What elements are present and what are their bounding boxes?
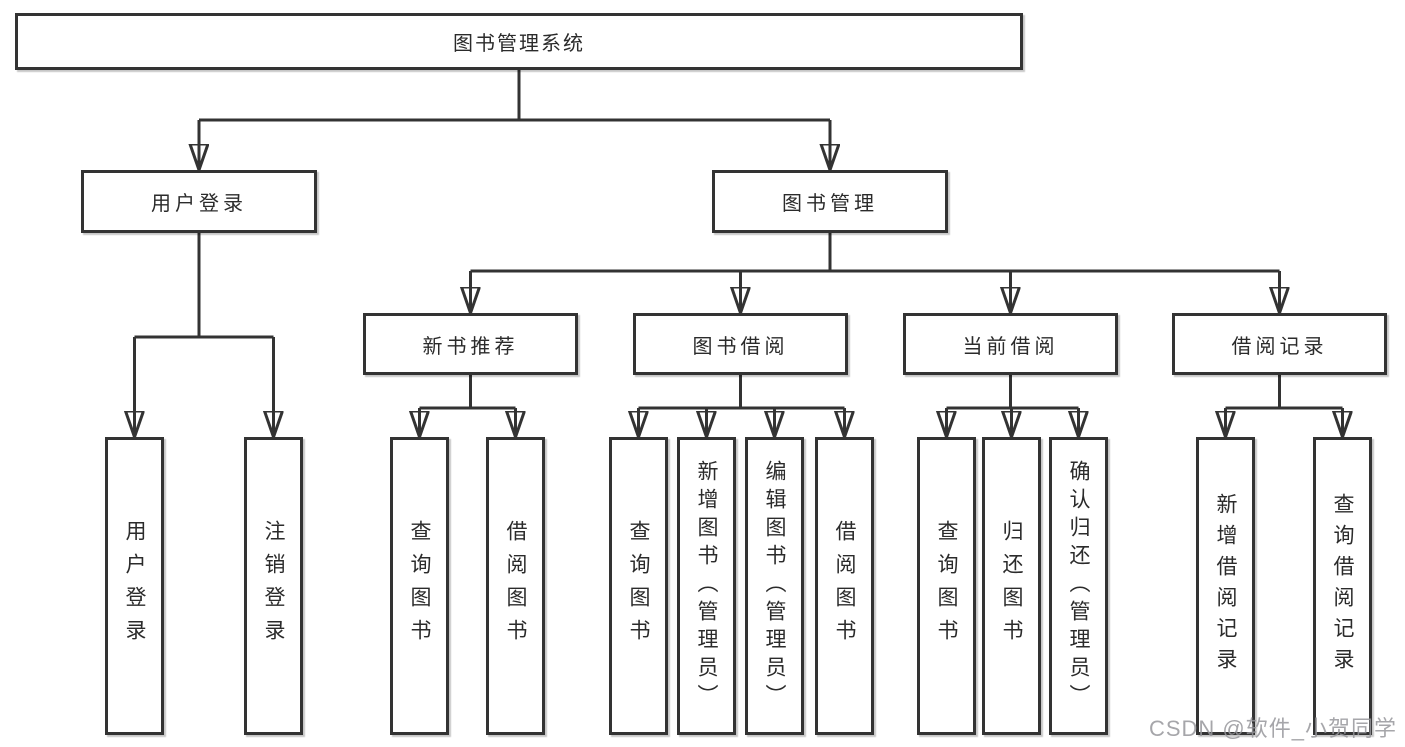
node-borrow-records: 借阅记录 <box>1172 313 1387 375</box>
csdn-watermark: CSDN @软件_小贺同学 <box>1148 716 1397 741</box>
leaf-records-query-record: 查询借阅记录 <box>1313 437 1372 735</box>
node-current-borrow: 当前借阅 <box>903 313 1118 375</box>
connector-login-to-leaves <box>135 233 274 437</box>
leaf-recommend-borrow-books: 借阅图书 <box>486 437 545 735</box>
connector-root-to-level2 <box>199 69 830 170</box>
connector-currentborrow-to-leaves <box>947 375 1079 437</box>
node-library-management-system: 图书管理系统 <box>15 13 1023 70</box>
node-book-borrow: 图书借阅 <box>633 313 848 375</box>
leaf-borrow-edit-books-admin: 编辑图书（管理员） <box>745 437 804 735</box>
connector-manage-to-groups <box>471 233 1280 313</box>
connector-bookborrow-to-leaves <box>639 375 845 437</box>
leaf-current-confirm-return-admin: 确认归还（管理员） <box>1049 437 1108 735</box>
node-book-management: 图书管理 <box>712 170 948 233</box>
leaf-borrow-query-books: 查询图书 <box>609 437 668 735</box>
leaf-logout: 注销登录 <box>244 437 303 735</box>
leaf-current-return-books: 归还图书 <box>982 437 1041 735</box>
leaf-borrow-add-books-admin: 新增图书（管理员） <box>677 437 736 735</box>
leaf-borrow-borrow-books: 借阅图书 <box>815 437 874 735</box>
leaf-records-add-record: 新增借阅记录 <box>1196 437 1255 735</box>
node-user-login: 用户登录 <box>81 170 317 233</box>
leaf-user-login: 用户登录 <box>105 437 164 735</box>
node-new-book-recommend: 新书推荐 <box>363 313 578 375</box>
connector-records-to-leaves <box>1226 375 1343 437</box>
connector-recommend-to-leaves <box>420 375 516 437</box>
leaf-recommend-query-books: 查询图书 <box>390 437 449 735</box>
leaf-current-query-books: 查询图书 <box>917 437 976 735</box>
